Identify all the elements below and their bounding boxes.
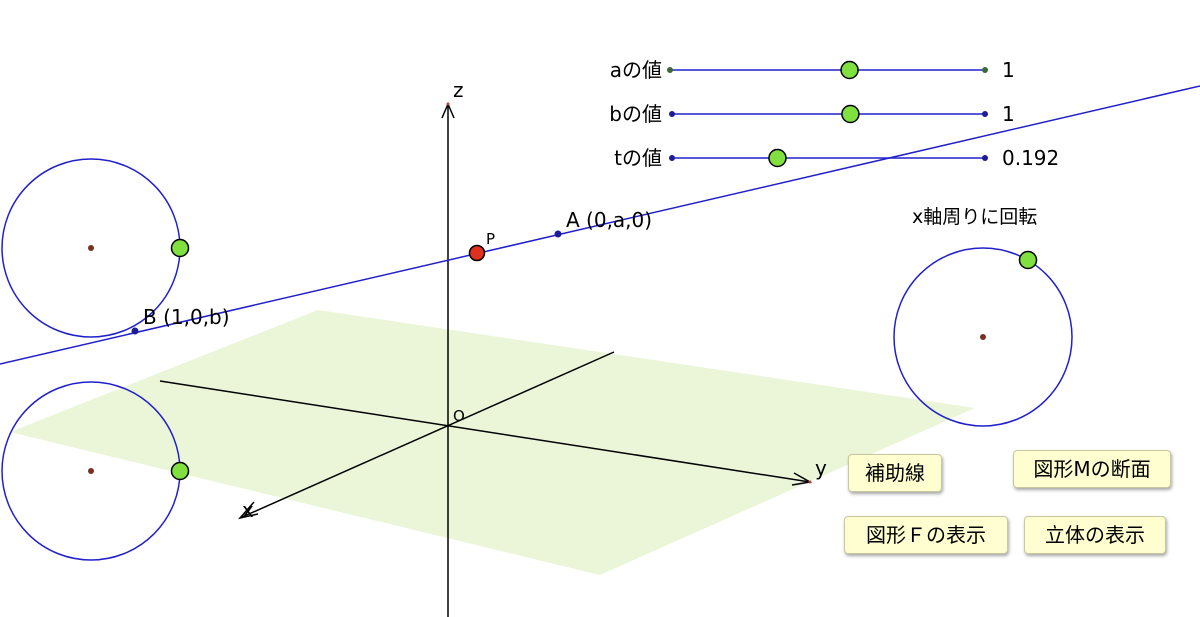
z-axis-label: z — [453, 78, 464, 102]
rotation-circle-bottom-left-handle[interactable] — [170, 461, 190, 481]
slider-t-start-dot — [669, 155, 675, 161]
auxiliary-line-button[interactable]: 補助線 — [848, 454, 942, 492]
rotation-circle-right — [893, 247, 1073, 427]
point-b-label: B (1,0,b) — [143, 305, 230, 329]
point-p-label: P — [486, 230, 496, 248]
slider-t[interactable] — [669, 148, 988, 168]
slider-b-label: bの値 — [609, 102, 662, 126]
slider-t-knob[interactable] — [768, 148, 787, 168]
slider-t-end-dot — [982, 155, 988, 161]
rotation-circle-right-handle[interactable] — [1018, 250, 1038, 270]
x-axis-arrow — [237, 501, 259, 520]
point-a-label: A (0,a,0) — [566, 208, 653, 232]
show-solid-button[interactable]: 立体の表示 — [1024, 516, 1166, 554]
slider-b-value: 1 — [1002, 102, 1015, 126]
z-axis-end-dot — [446, 102, 450, 106]
origin-label: O — [453, 407, 465, 425]
slider-a-end-dot — [982, 67, 988, 73]
slider-t-value: 0.192 — [1002, 146, 1060, 170]
rotation-circle-top-left-center — [88, 245, 94, 251]
slider-b-start-dot — [669, 111, 675, 117]
slider-b-end-dot — [982, 111, 988, 117]
slider-a-value: 1 — [1002, 58, 1015, 82]
point-a-dot[interactable] — [554, 230, 562, 238]
point-p-dot[interactable] — [468, 244, 486, 262]
y-axis-line — [159, 380, 811, 483]
slider-t-label: tの値 — [614, 146, 662, 170]
xy-plane — [10, 310, 975, 575]
x-axis-line — [239, 351, 615, 519]
show-figure-f-button[interactable]: 図形Ｆの表示 — [844, 516, 1008, 554]
rotation-circle-right-center — [980, 334, 986, 340]
slider-a-start-dot — [667, 67, 673, 73]
slider-a-label: aの値 — [609, 58, 662, 82]
figure-m-cross-section-button[interactable]: 図形Mの断面 — [1013, 450, 1171, 488]
y-axis-label: y — [815, 456, 827, 480]
x-axis-label: x — [242, 498, 254, 522]
rotation-caption: x軸周りに回転 — [912, 206, 1038, 228]
slider-a[interactable] — [667, 60, 988, 80]
slider-b-knob[interactable] — [841, 104, 860, 124]
slider-a-knob[interactable] — [840, 60, 859, 80]
line-ab — [0, 85, 1200, 365]
slider-b[interactable] — [669, 104, 988, 124]
rotation-circle-top-left-handle[interactable] — [170, 238, 190, 258]
point-b-dot[interactable] — [131, 327, 139, 335]
rotation-circle-bottom-left-center — [88, 468, 94, 474]
y-axis-end-dot — [808, 480, 812, 484]
